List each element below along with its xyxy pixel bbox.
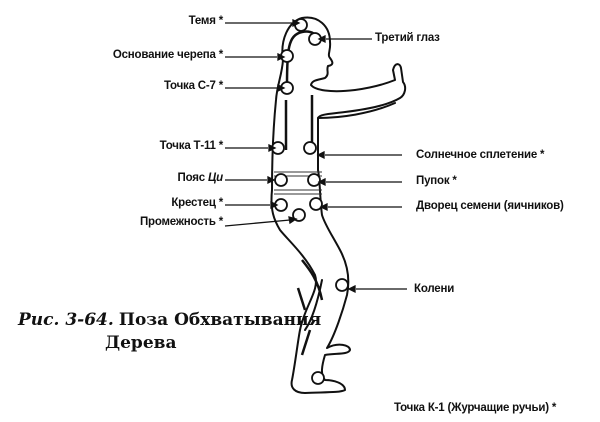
label-poyas-italic: Ци bbox=[207, 172, 223, 184]
caption-title-line1: Поза Обхватывания bbox=[118, 310, 322, 330]
label-poyas-ci: Пояс Ци bbox=[177, 172, 224, 184]
caption-title-line2: Дерева bbox=[105, 333, 177, 353]
label-promezhnost: Промежность * bbox=[139, 216, 223, 228]
label-koleni: Колени bbox=[414, 283, 455, 295]
label-c7: Точка С-7 * bbox=[163, 80, 223, 92]
label-temya: Темя * bbox=[188, 15, 224, 27]
figure-caption: Рис. 3-64. Поза Обхватывания Дерева bbox=[18, 310, 322, 353]
point-poyas bbox=[274, 173, 288, 187]
point-pupok bbox=[307, 173, 321, 187]
point-koleni bbox=[335, 278, 349, 292]
point-promezhnost bbox=[292, 208, 306, 222]
label-poyas-text: Пояс bbox=[177, 172, 208, 184]
label-dvorec-semeni: Дворец семени (яичников) bbox=[416, 200, 564, 212]
label-osnovanie-cherepa: Основание черепа * bbox=[112, 49, 223, 61]
point-dvorec bbox=[309, 197, 323, 211]
label-tretiy-glaz: Третий глаз bbox=[375, 32, 440, 44]
point-solnechnoe bbox=[303, 141, 317, 155]
caption-number: Рис. 3-64. bbox=[18, 310, 114, 330]
label-solnechnoe-spletenie: Солнечное сплетение * bbox=[416, 149, 545, 161]
label-krestec: Крестец * bbox=[171, 197, 223, 209]
label-k1: Точка К-1 (Журчащие ручьи) * bbox=[394, 402, 557, 414]
label-pupok: Пупок * bbox=[416, 175, 457, 187]
body-outline bbox=[270, 16, 407, 394]
point-k1 bbox=[311, 371, 325, 385]
label-t11: Точка Т-11 * bbox=[159, 140, 224, 152]
point-temya bbox=[294, 18, 308, 32]
